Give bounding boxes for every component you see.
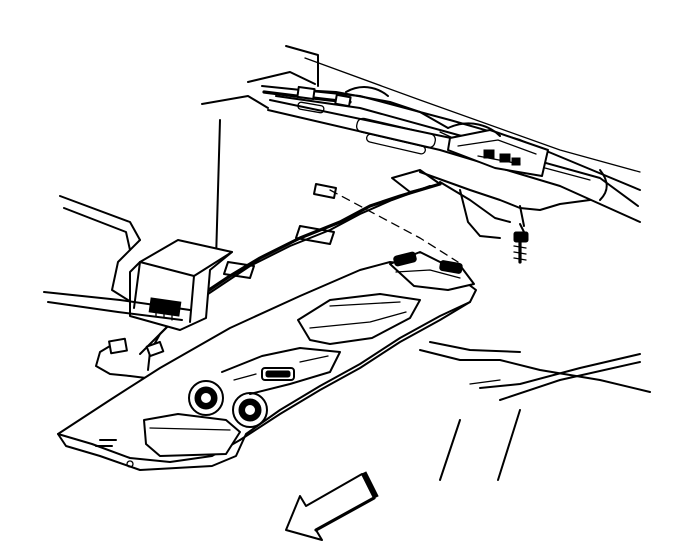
- overhead-console: [57, 251, 477, 471]
- left-body-panel: [43, 195, 191, 321]
- front-arrow: [285, 471, 379, 541]
- right-body-panel: [419, 341, 651, 481]
- bow-slot: [297, 101, 325, 114]
- wiring-harness-upper: [262, 85, 608, 201]
- roof-panel: [201, 45, 641, 261]
- harness-connector: [108, 337, 128, 355]
- harness-connector: [447, 129, 549, 177]
- retaining-screw: [513, 223, 529, 264]
- bow-slot: [366, 133, 426, 155]
- alignment-line: [329, 189, 459, 263]
- storage-compartment: [297, 293, 421, 345]
- bow-slot: [355, 117, 437, 149]
- map-light-lens: [143, 413, 241, 457]
- electronic-module: [129, 239, 233, 331]
